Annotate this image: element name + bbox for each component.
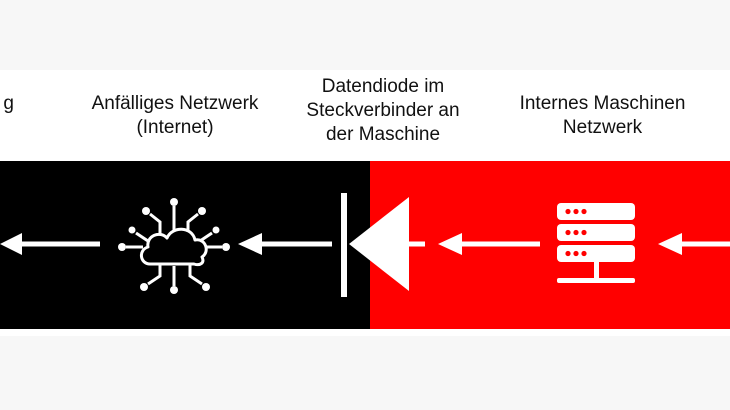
internal-network-label-line-1: Internes Maschinen — [519, 93, 686, 114]
cut-off-label-line-1: g — [3, 93, 14, 114]
data-diode-label-line-2: Steckverbinder an — [306, 100, 460, 121]
vulnerable-network-label-line-1: Anfälliges Netzwerk — [91, 93, 259, 114]
arrow-cloud-to-left-edge — [0, 233, 100, 255]
arrow-right-edge-to-server — [658, 233, 730, 255]
internal-network-label-line-2: Netzwerk — [562, 117, 643, 138]
internal-network-label: Internes Maschinen Netzwerk — [495, 92, 710, 140]
arrow-server-to-diode — [438, 233, 540, 255]
vulnerable-network-label: Anfälliges Netzwerk (Internet) — [70, 92, 280, 140]
cloud-network-icon — [118, 198, 230, 294]
data-diode-label: Datendiode im Steckverbinder an der Masc… — [283, 75, 483, 147]
diode-symbol-icon — [341, 193, 425, 297]
data-diode-label-line-3: der Maschine — [325, 124, 441, 145]
data-diode-label-line-1: Datendiode im — [321, 76, 445, 97]
cut-off-label: g — [0, 92, 14, 116]
vulnerable-network-label-line-2: (Internet) — [136, 117, 214, 138]
arrow-diode-to-cloud — [238, 233, 332, 255]
server-stack-icon — [557, 203, 635, 283]
